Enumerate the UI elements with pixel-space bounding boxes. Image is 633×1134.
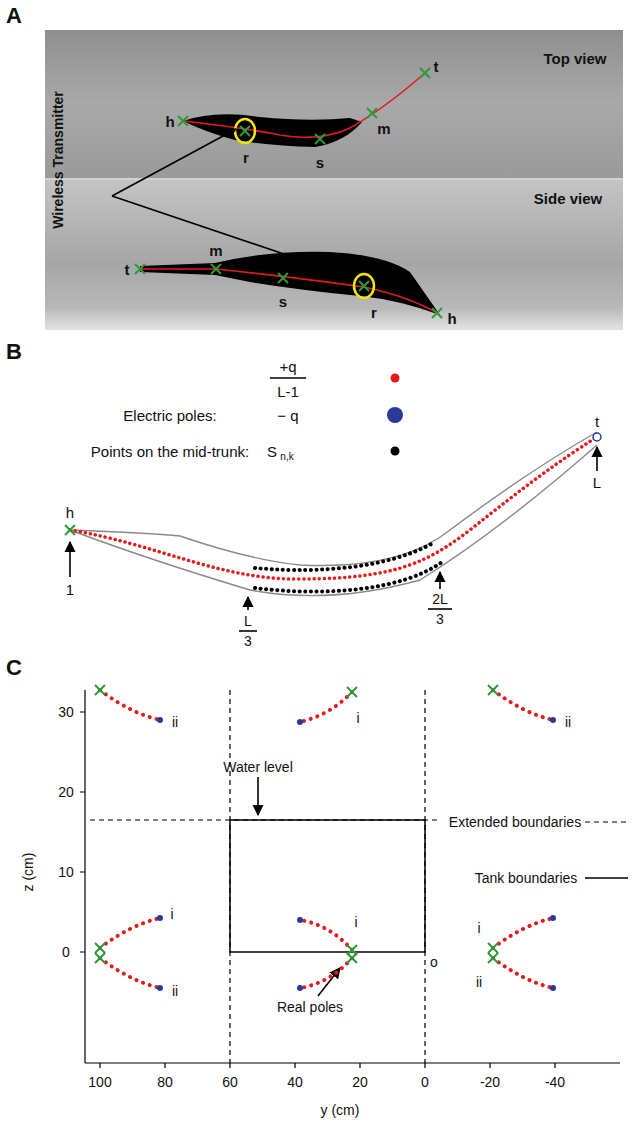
index-label: 3	[244, 634, 252, 648]
mid-trunk-points	[255, 542, 442, 592]
tank-boundary	[230, 820, 425, 952]
panel-letter: A	[6, 5, 22, 27]
charge-label: +q	[279, 359, 296, 374]
legend-text: Extended boundaries	[449, 815, 581, 829]
pole-chain	[70, 437, 597, 579]
index-label: L	[593, 475, 601, 490]
pole-legend-marks	[270, 374, 403, 456]
tick-label: 60	[222, 1075, 238, 1089]
image-label: i	[354, 915, 357, 929]
point-label: t	[434, 59, 439, 74]
point-label: t	[125, 262, 130, 277]
image-poles	[100, 690, 553, 988]
callout-label: Water level	[223, 760, 293, 774]
image-label: i	[356, 711, 359, 725]
fish-top-view	[178, 68, 430, 147]
callout-label: Real poles	[277, 1000, 343, 1014]
fish-side-view	[135, 252, 442, 318]
tick-label: 20	[58, 785, 74, 799]
image-label: ii	[565, 715, 571, 729]
axes	[80, 690, 620, 1068]
tick-label: 0	[62, 945, 70, 959]
point-label: t	[595, 414, 599, 429]
head-marks	[95, 685, 498, 963]
point-label: h	[165, 114, 174, 129]
tick-label: 30	[58, 705, 74, 719]
point-label: h	[447, 311, 456, 326]
tick-label: 10	[58, 865, 74, 879]
tick-label: -40	[545, 1075, 565, 1089]
tick-label: 40	[287, 1075, 303, 1089]
point-label: s	[316, 155, 324, 170]
index-label: 2L	[432, 592, 448, 606]
image-label: i	[477, 921, 480, 935]
point-label: m	[209, 243, 222, 258]
index-label: 3	[436, 612, 444, 626]
position-arrows	[70, 447, 597, 631]
transmitter-arrows	[112, 129, 352, 277]
view-label: Top view	[543, 51, 606, 66]
tick-label: 20	[352, 1075, 368, 1089]
charge-label: L-1	[277, 384, 299, 399]
point-label: r	[243, 150, 249, 165]
point-subscript: n,k	[280, 452, 293, 462]
legend-heading: Electric poles:	[123, 408, 216, 423]
image-label: ii	[172, 984, 178, 998]
transmitter-label: Wireless Transmitter	[51, 91, 65, 229]
negative-poles	[157, 717, 556, 991]
image-label: ii	[172, 715, 178, 729]
point-label: m	[377, 121, 390, 136]
axis-title: z (cm)	[21, 853, 35, 892]
panel-letter: C	[6, 657, 22, 679]
tick-label: -20	[480, 1075, 500, 1089]
legend-solid-line	[585, 877, 628, 879]
tick-label: 0	[421, 1075, 429, 1089]
origin-label: o	[430, 955, 438, 969]
panel-letter: B	[6, 341, 22, 363]
legend-text: Tank boundaries	[475, 871, 578, 885]
image-label: i	[170, 907, 173, 921]
point-symbol: S	[267, 444, 277, 459]
index-label: 1	[66, 582, 74, 597]
tick-label: 80	[157, 1075, 173, 1089]
legend-heading: Points on the mid-trunk:	[91, 444, 249, 459]
charge-label: − q	[277, 408, 298, 423]
index-label: L	[244, 614, 252, 628]
photo-panel	[45, 30, 623, 330]
point-label: r	[371, 305, 377, 320]
fish-outline	[70, 432, 597, 596]
point-label: h	[66, 505, 74, 520]
image-label: ii	[476, 975, 482, 989]
negative-pole	[593, 433, 601, 441]
view-label: Side view	[534, 191, 602, 206]
point-label: s	[279, 294, 287, 309]
tick-label: 100	[88, 1075, 111, 1089]
axis-title: y (cm)	[321, 1103, 360, 1117]
extended-boundaries	[90, 690, 628, 1063]
callout-arrows	[258, 777, 340, 996]
